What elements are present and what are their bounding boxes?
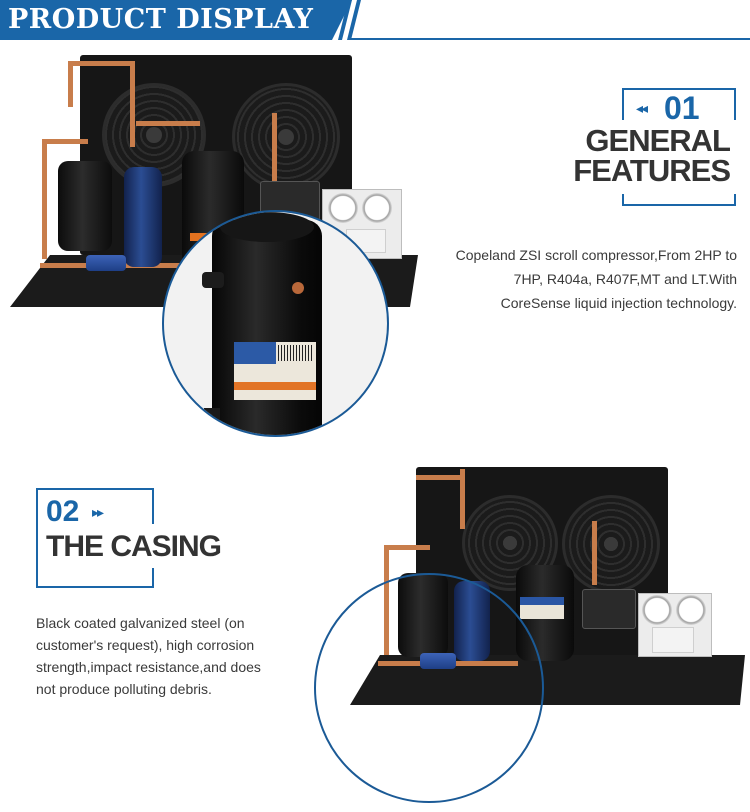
warning-strip bbox=[234, 382, 316, 390]
double-right-arrow-icon: ▸▸ bbox=[92, 504, 104, 520]
copper-pipe bbox=[136, 121, 200, 126]
pressure-gauge-icon bbox=[362, 193, 392, 223]
section2-description-line: Black coated galvanized steel (on bbox=[36, 615, 245, 631]
pressure-gauge-icon bbox=[676, 595, 706, 625]
section1-description-line: 7HP, R404a, R407F,MT and LT.With bbox=[513, 271, 737, 287]
filter-drier bbox=[86, 255, 126, 271]
copper-pipe bbox=[68, 63, 73, 107]
pressure-switch bbox=[652, 627, 694, 653]
compressor-body bbox=[212, 220, 322, 435]
compressor-fitting bbox=[202, 272, 224, 288]
barcode-icon bbox=[278, 345, 312, 361]
copper-pipe bbox=[68, 61, 134, 66]
copper-pipe bbox=[42, 139, 88, 144]
copper-pipe bbox=[416, 475, 464, 480]
section1-number: 01 bbox=[664, 90, 700, 126]
copper-pipe bbox=[460, 469, 465, 529]
controller-box bbox=[582, 589, 636, 629]
section2-title: THE CASING bbox=[46, 530, 222, 563]
fan-icon bbox=[562, 495, 660, 593]
section2-description-line: strength,impact resistance,and does bbox=[36, 659, 261, 675]
compressor-fitting bbox=[292, 282, 304, 294]
compressor-label bbox=[520, 597, 564, 619]
section1-title-line1: GENERAL bbox=[585, 123, 731, 158]
copper-pipe bbox=[592, 521, 597, 585]
copper-pipe bbox=[384, 545, 430, 550]
section2-description-line: not produce polluting debris. bbox=[36, 681, 212, 697]
section2-description-line: customer's request), high corrosion bbox=[36, 637, 255, 653]
copper-pipe bbox=[42, 139, 47, 259]
section1-description-line: Copeland ZSI scroll compressor,From 2HP … bbox=[455, 247, 737, 263]
section1-frame-gap bbox=[570, 120, 740, 194]
compressor-foot bbox=[204, 408, 220, 428]
compressor-top bbox=[220, 212, 314, 242]
receiver-tank bbox=[58, 161, 112, 251]
pressure-gauge-icon bbox=[328, 193, 358, 223]
pressure-gauge-icon bbox=[642, 595, 672, 625]
header-rule bbox=[350, 38, 750, 40]
section1-title-line2: FEATURES bbox=[573, 153, 731, 188]
compressor-zoom-circle bbox=[162, 210, 389, 437]
page-title: PRODUCT DISPLAY bbox=[8, 4, 314, 35]
header-tab bbox=[0, 0, 352, 40]
section1-title: GENERAL FEATURES bbox=[560, 123, 731, 188]
copper-pipe bbox=[130, 61, 135, 147]
section1-description: Copeland ZSI scroll compressor,From 2HP … bbox=[392, 243, 737, 315]
section2-number: 02 bbox=[46, 495, 80, 528]
header-banner: PRODUCT DISPLAY bbox=[0, 0, 750, 44]
section1-description-line: CoreSense liquid injection technology. bbox=[500, 295, 737, 311]
copper-pipe bbox=[272, 113, 277, 183]
section2-description: Black coated galvanized steel (on custom… bbox=[36, 612, 306, 700]
brand-logo-icon bbox=[234, 342, 276, 364]
blue-compressor bbox=[124, 167, 162, 267]
section2-frame-gap bbox=[40, 524, 240, 568]
casing-highlight-circle bbox=[314, 573, 544, 803]
double-left-arrow-icon: ◂◂ bbox=[636, 100, 648, 116]
fan-icon bbox=[232, 83, 340, 191]
